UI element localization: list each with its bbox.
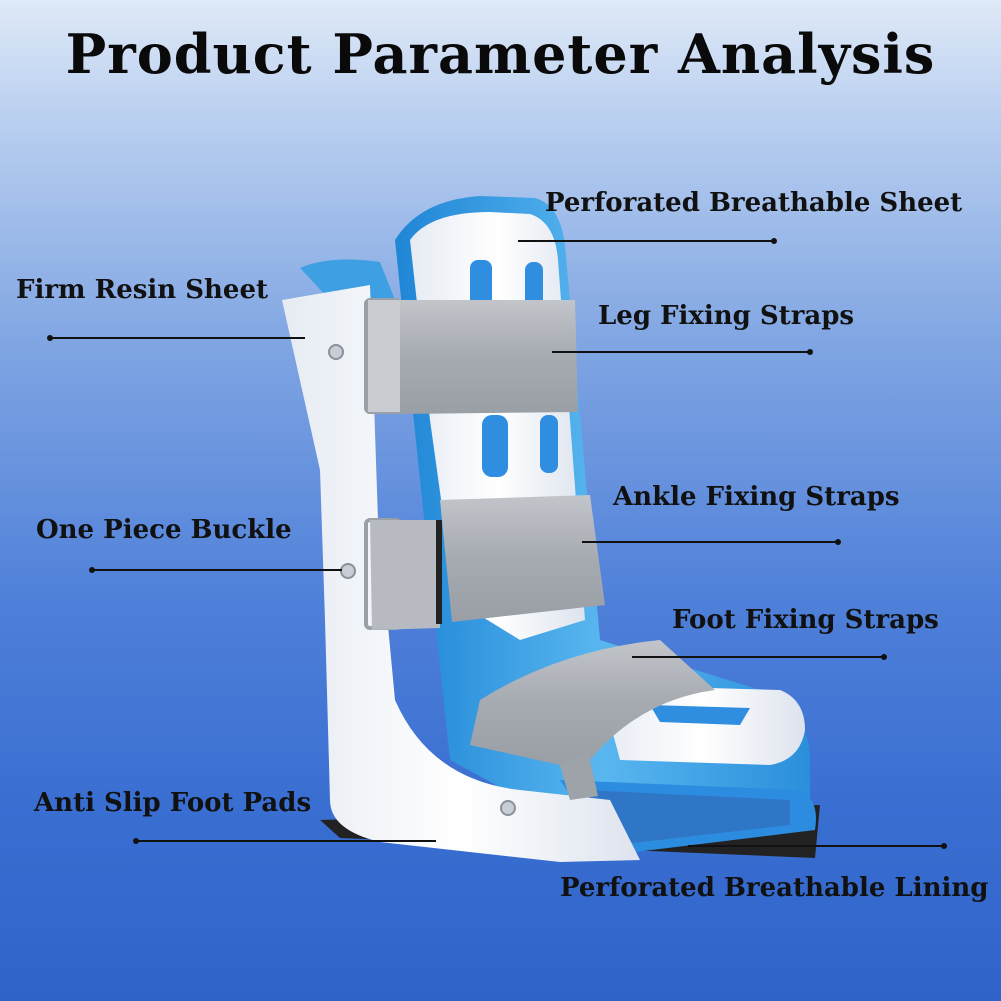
label-leg-straps: Leg Fixing Straps — [598, 301, 855, 331]
leader-dot — [771, 238, 777, 244]
leader-leg-straps — [552, 349, 813, 355]
leader-dot — [47, 335, 53, 341]
leader-resin-sheet — [47, 335, 305, 341]
label-buckle: One Piece Buckle — [36, 515, 292, 545]
label-lining: Perforated Breathable Lining — [560, 873, 989, 903]
label-foot-straps: Foot Fixing Straps — [672, 605, 939, 635]
leader-dot — [133, 838, 139, 844]
leader-dot — [835, 539, 841, 545]
leader-dot — [89, 567, 95, 573]
label-ankle-straps: Ankle Fixing Straps — [613, 482, 900, 512]
ankle-strap — [364, 495, 605, 630]
leader-dot — [807, 349, 813, 355]
label-foot-pads: Anti Slip Foot Pads — [34, 788, 312, 818]
leader-foot-pads — [133, 838, 436, 844]
leader-buckle — [89, 567, 342, 573]
leader-foot-straps — [632, 654, 887, 660]
label-resin-sheet: Firm Resin Sheet — [16, 275, 268, 305]
foot-strap — [470, 640, 715, 800]
resin-shell — [282, 285, 640, 862]
leg-strap — [364, 298, 578, 414]
leader-perforated-sheet — [518, 238, 777, 244]
page-title: Product Parameter Analysis — [65, 22, 936, 86]
leader-dot — [941, 843, 947, 849]
leader-lining — [688, 843, 947, 849]
leader-ankle-straps — [582, 539, 841, 545]
leader-dot — [881, 654, 887, 660]
label-perforated-sheet: Perforated Breathable Sheet — [545, 188, 963, 218]
